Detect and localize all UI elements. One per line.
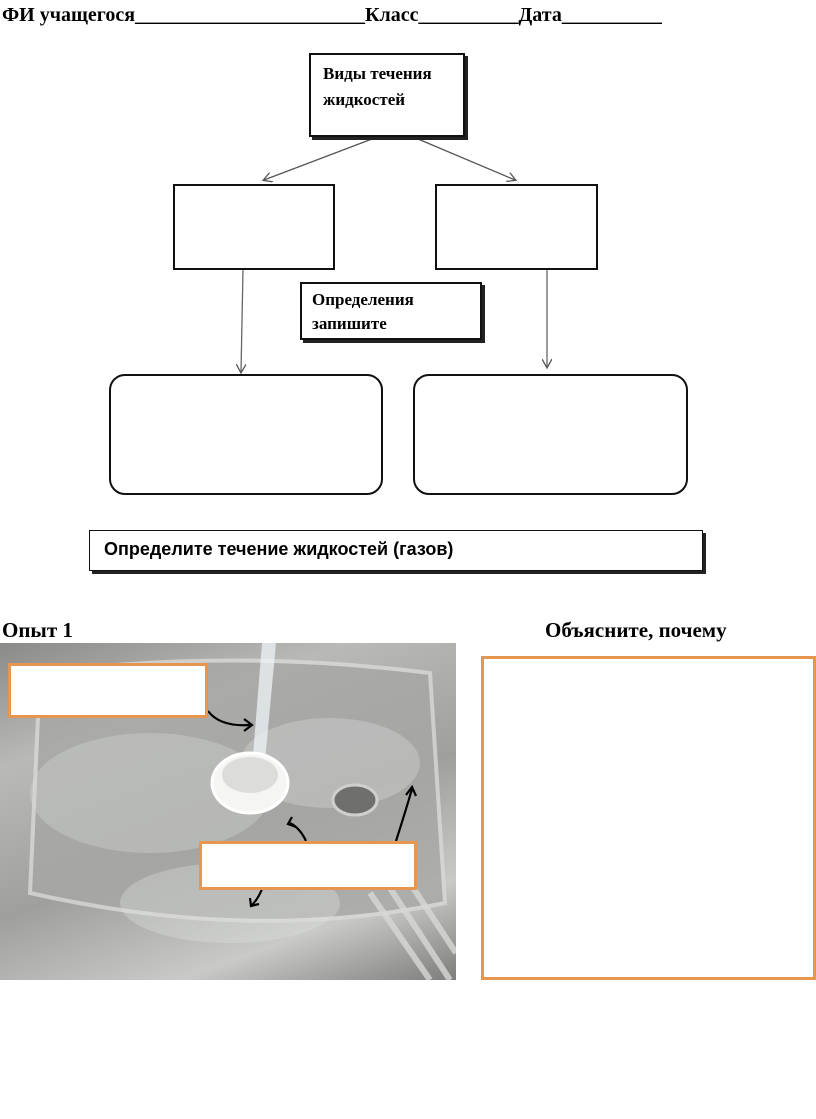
definition-right-box[interactable] [413,374,688,495]
arrow-left-down [241,269,243,372]
student-info-line: ФИ учащегося_______________________Класс… [2,4,662,26]
arrow-root-to-left [264,138,373,180]
task-title: Определите течение жидкостей (газов) [104,539,454,559]
definitions-note-box: Определения запишите [300,282,482,340]
definition-left-box[interactable] [109,374,383,495]
photo-label-box-bottom[interactable] [199,841,417,890]
explanation-answer-box[interactable] [481,656,816,980]
photo-label-box-top[interactable] [8,663,208,718]
diagram-arrows [0,138,816,600]
definitions-note-label: Определения запишите [312,290,414,333]
experiment-label: Опыт 1 [2,618,73,642]
explain-label: Объясните, почему [545,618,727,642]
task-title-box: Определите течение жидкостей (газов) [89,530,703,571]
arrow-root-to-right [417,138,515,180]
flow-type-left-box[interactable] [173,184,335,270]
flow-types-label: Виды течения жидкостей [323,64,432,109]
sink-photo [0,643,456,980]
flow-types-box: Виды течения жидкостей [309,53,465,137]
flow-type-right-box[interactable] [435,184,598,270]
